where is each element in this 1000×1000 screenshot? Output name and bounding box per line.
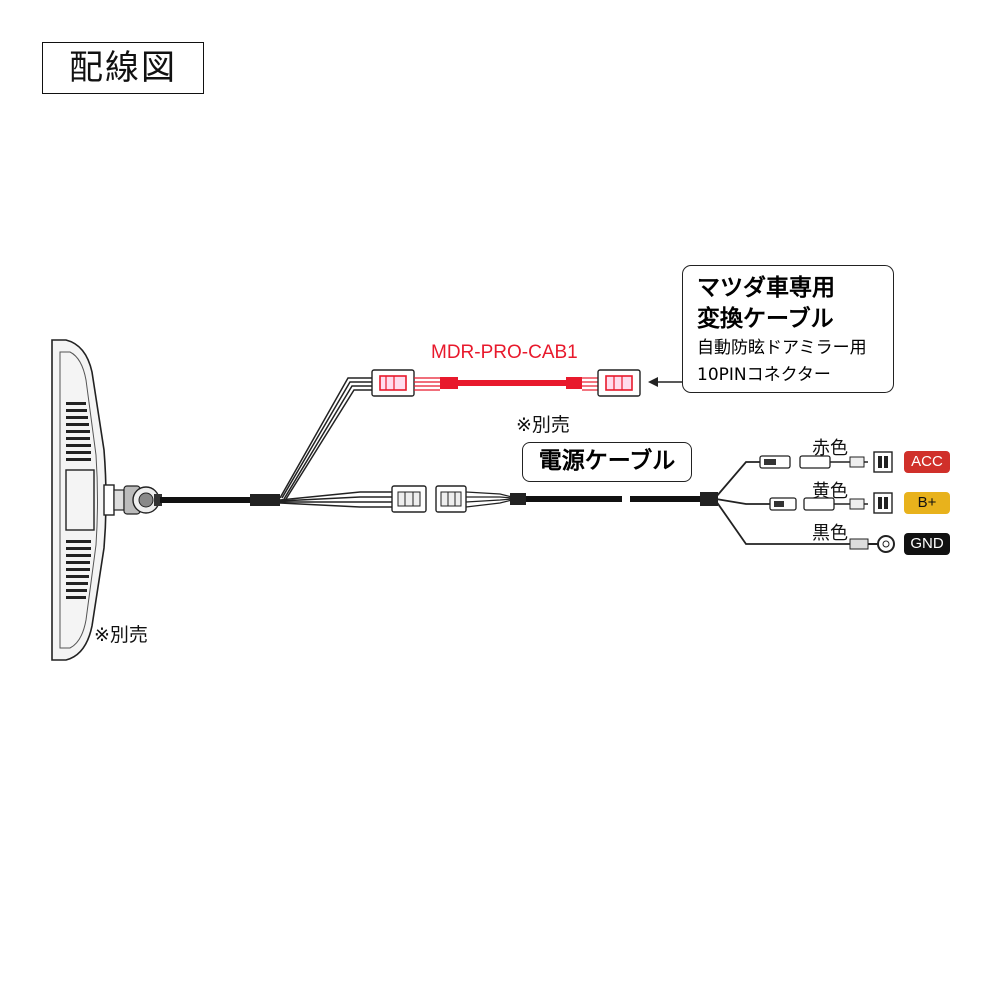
callout-arrow [648,377,682,387]
gnd-badge: GND [904,533,950,555]
acc-terminal [759,451,893,473]
wire-color-yellow: 黄色 [812,481,848,502]
rearview-mirror [51,339,115,661]
gnd-terminal [849,535,895,553]
wire-color-black: 黒色 [812,523,848,544]
bplus-badge: B+ [904,492,950,514]
power-connector-pair [391,485,467,513]
bplus-terminal [769,492,893,514]
wire-color-red: 赤色 [812,438,848,459]
branch-wires [715,461,856,545]
power-lead-wires [279,491,392,508]
cable-sleeve [250,494,280,506]
callout-line-2: 変換ケーブル [697,306,834,332]
adapter-model-label: MDR-PRO-CAB1 [431,342,578,363]
callout-line-1: マツダ車専用 [697,275,835,301]
callout-line-3: 自動防眩ドアミラー用 [697,338,867,358]
acc-badge: ACC [904,451,950,473]
mirror-vent-top [66,402,91,461]
mirror-plug [113,485,162,515]
mirror-note: ※別売 [94,624,148,646]
diagram-title: 配線図 [42,42,204,94]
mirror-panel [65,469,95,531]
adapter-lead-wires [279,377,372,500]
mirror-vent-bottom [66,540,91,599]
adapter-cable [371,369,641,397]
adapter-callout: マツダ車専用 変換ケーブル 自動防眩ドアミラー用 10PINコネクター [682,265,894,393]
callout-line-4: 10PINコネクター [697,365,831,385]
power-cable-note: ※別売 [516,414,570,436]
power-cable-label: 電源ケーブル [522,442,692,482]
